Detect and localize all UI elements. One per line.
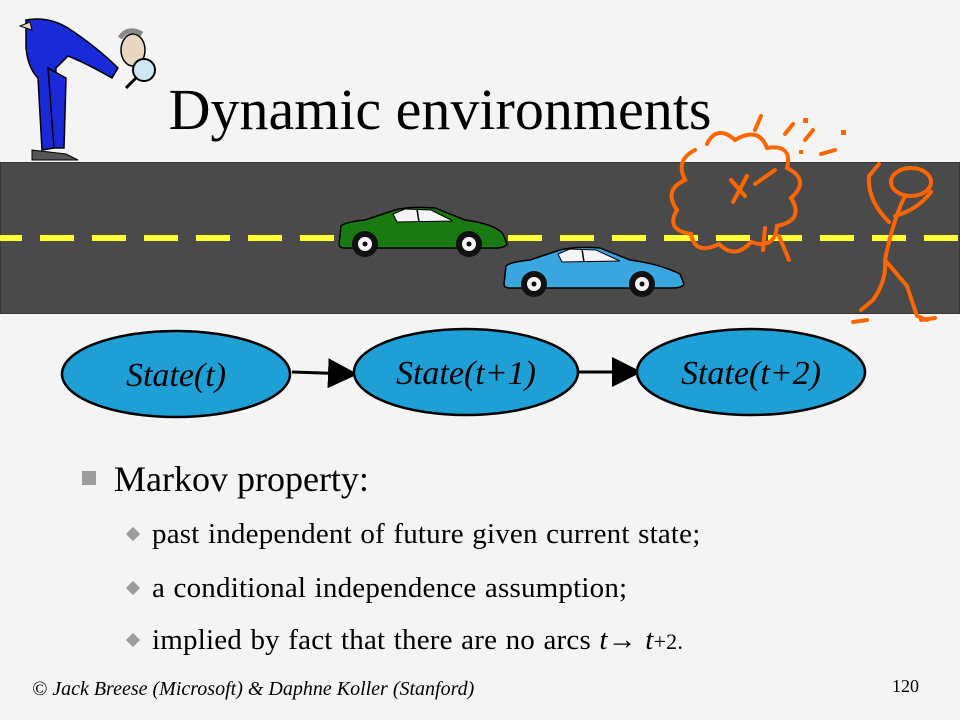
node-state-t-label: State(t) bbox=[126, 357, 226, 394]
sub-bullet-3-text: implied by fact that there are no arcs bbox=[152, 624, 600, 656]
diamond-bullet-icon bbox=[125, 580, 141, 596]
arrow-state-t-to-t1 bbox=[291, 358, 358, 389]
page-title: Dynamic environments bbox=[168, 77, 712, 142]
diamond-bullet-icon bbox=[125, 632, 141, 648]
green-car bbox=[338, 206, 508, 257]
sub-bullet-3-suffix: +2. bbox=[653, 629, 684, 654]
bullet-main-text: Markov property: bbox=[114, 459, 369, 499]
sub-bullet-1-text: past independent of future given current… bbox=[152, 518, 701, 550]
state-chain-diagram: State(t) State(t+1) State(t+2) bbox=[60, 327, 867, 419]
diamond-bullet-icon bbox=[125, 526, 141, 542]
crash-figure-icon bbox=[669, 114, 937, 324]
sub-bullet-3: implied by fact that there are no arcs t… bbox=[125, 624, 684, 657]
node-state-t: State(t) bbox=[60, 329, 292, 419]
node-state-t2: State(t+2) bbox=[635, 327, 867, 417]
sub-bullet-1: past independent of future given current… bbox=[125, 518, 701, 551]
node-state-t2-label: State(t+2) bbox=[681, 355, 821, 392]
sub-bullet-2-text: a conditional independence assumption; bbox=[152, 572, 628, 604]
credit-text: © Jack Breese (Microsoft) & Daphne Kolle… bbox=[32, 678, 475, 700]
arrow-icon: → bbox=[607, 624, 637, 656]
node-state-t1: State(t+1) bbox=[352, 327, 580, 417]
blue-car bbox=[503, 246, 685, 297]
sub-bullet-3-t2: t bbox=[636, 624, 654, 656]
page-number: 120 bbox=[892, 676, 919, 696]
detective-figure-icon bbox=[18, 18, 156, 161]
node-state-t1-label: State(t+1) bbox=[396, 355, 536, 392]
sub-bullet-2: a conditional independence assumption; bbox=[125, 572, 628, 605]
sub-bullet-3-t: t bbox=[599, 624, 608, 656]
square-bullet-icon bbox=[82, 471, 96, 485]
bullet-main: Markov property: bbox=[82, 458, 369, 500]
